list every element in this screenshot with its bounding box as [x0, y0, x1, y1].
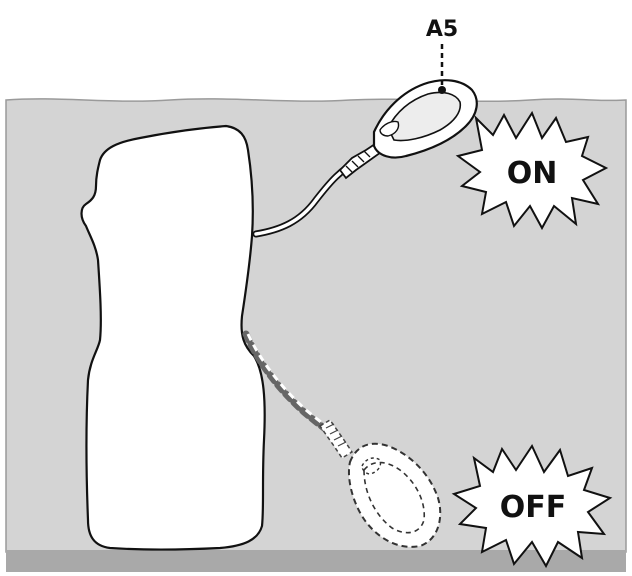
- off-starburst-icon: OFF: [451, 443, 613, 569]
- state-off-label: OFF: [500, 490, 567, 525]
- tank-floor: [6, 550, 626, 572]
- state-on-label: ON: [507, 156, 558, 191]
- float-switch-on: [372, 79, 478, 159]
- float-strain-relief-off: [318, 418, 354, 460]
- part-label: A5: [426, 17, 458, 42]
- on-starburst-icon: ON: [455, 110, 609, 231]
- pump-housing: [80, 124, 266, 551]
- float-switch-off: [348, 442, 442, 548]
